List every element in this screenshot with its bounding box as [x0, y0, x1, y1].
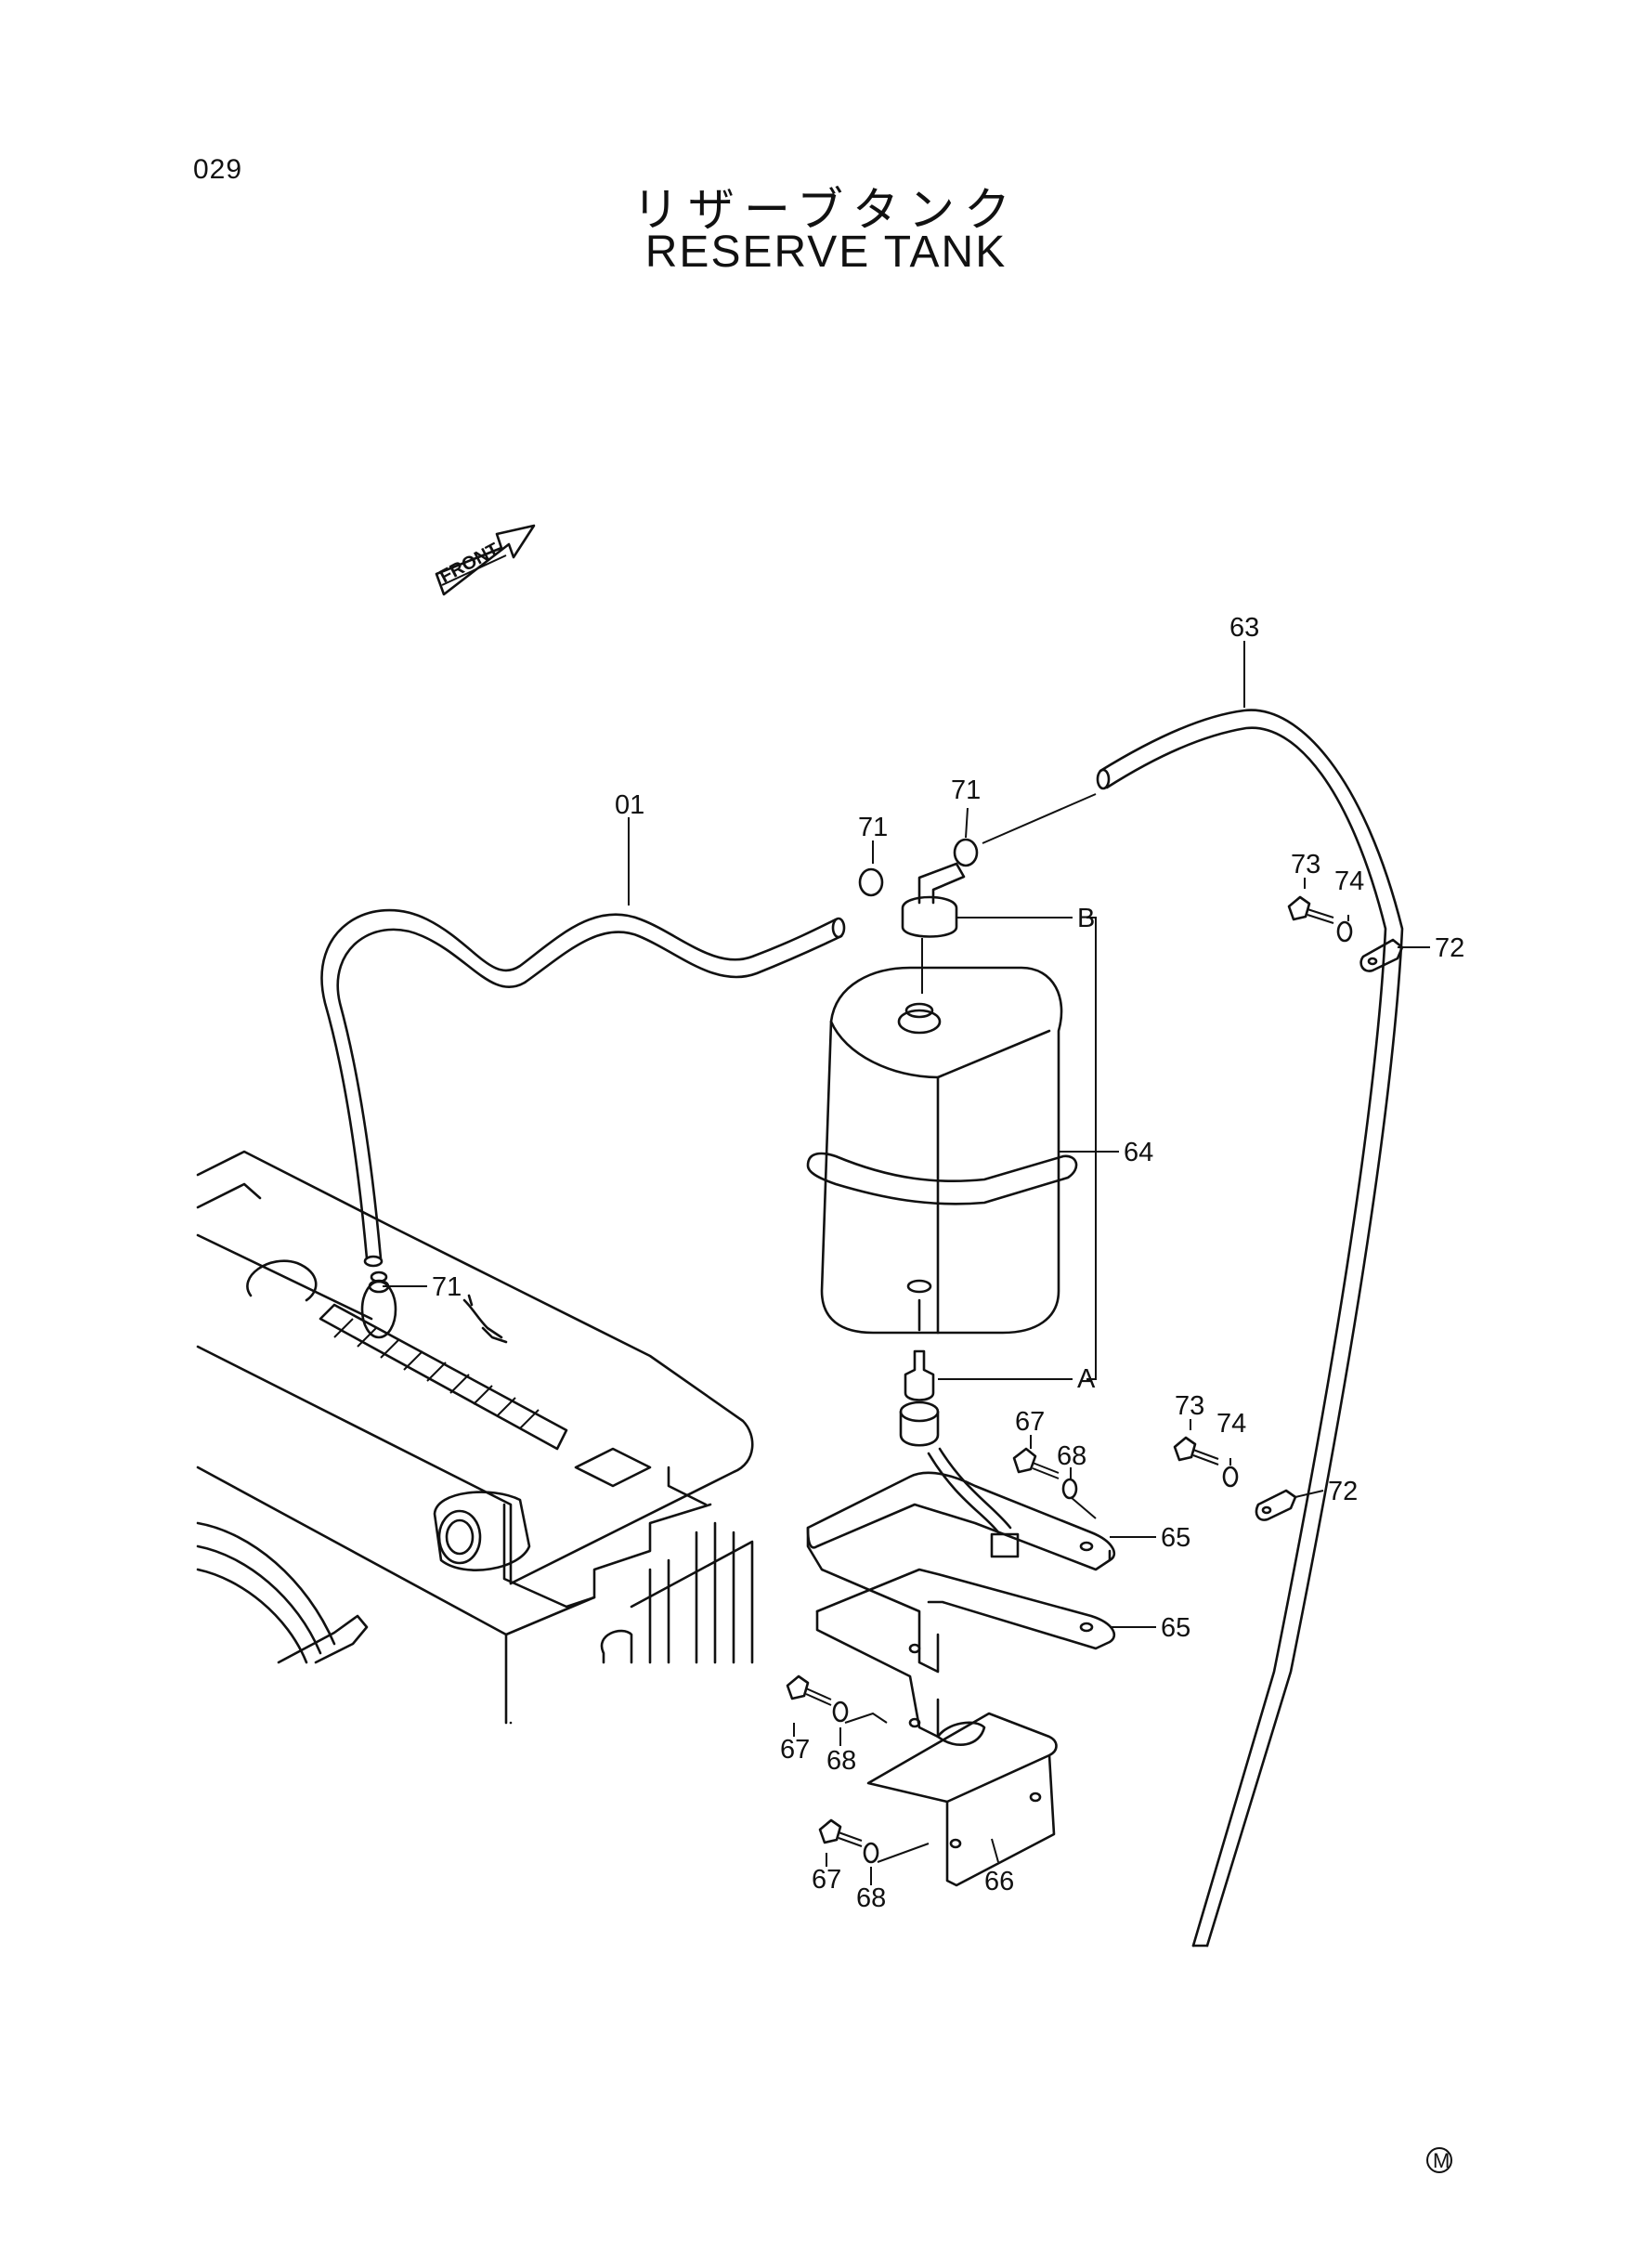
- circled-m-mark: M: [1426, 2147, 1452, 2173]
- leader-lines: [383, 641, 1430, 1885]
- callout-64: 64: [1124, 1138, 1153, 1167]
- callout-72-lower: 72: [1328, 1477, 1358, 1506]
- callout-01: 01: [615, 790, 644, 820]
- reserve-tank: [806, 938, 1078, 1335]
- page-number: 029: [193, 154, 243, 185]
- callout-65-lower: 65: [1161, 1613, 1190, 1643]
- bolt-67-middle: [786, 1674, 849, 1723]
- title-japanese: リザーブタンク: [632, 183, 1020, 237]
- callout-67-upper: 67: [1015, 1407, 1045, 1437]
- reference-b: B: [1077, 904, 1095, 933]
- bolt-73-lower: [1173, 1436, 1239, 1488]
- callouts: 01 63 64 65 65 66 67 67 67 68 68 68 71 7…: [432, 613, 1464, 1913]
- callout-72-upper: 72: [1435, 933, 1464, 963]
- m-mark-letter: M: [1433, 2149, 1450, 2172]
- callout-67-middle: 67: [780, 1735, 810, 1765]
- radiator: [196, 1150, 754, 1725]
- callout-66: 66: [984, 1867, 1014, 1896]
- bracket-66: [866, 1712, 1058, 1887]
- elbow-fitting: [858, 838, 979, 938]
- callout-68-upper: 68: [1057, 1441, 1086, 1471]
- callout-71-top: 71: [951, 775, 981, 805]
- callout-65-upper: 65: [1161, 1523, 1190, 1553]
- front-arrow: FRONT: [435, 524, 536, 596]
- callout-68-middle: 68: [826, 1746, 856, 1776]
- bolt-67-lower: [818, 1818, 879, 1864]
- reference-a: A: [1077, 1364, 1096, 1394]
- callout-73-upper: 73: [1291, 850, 1320, 879]
- bottom-fitting: [899, 1349, 1020, 1558]
- hose-63: [1096, 709, 1404, 1948]
- clip-72-upper: [1359, 938, 1404, 972]
- callout-68-lower: 68: [856, 1883, 886, 1913]
- callout-63: 63: [1229, 613, 1259, 643]
- callout-71-left: 71: [858, 813, 888, 842]
- title-english: RESERVE TANK: [644, 228, 1008, 277]
- callout-71-radiator: 71: [432, 1272, 462, 1302]
- bolt-73-upper: [1287, 895, 1353, 943]
- bolt-67-upper: [1012, 1447, 1078, 1500]
- clip-72-lower: [1255, 1489, 1297, 1521]
- callout-74-upper: 74: [1334, 866, 1364, 896]
- front-label: FRONT: [436, 540, 502, 588]
- callout-73-lower: 73: [1175, 1391, 1204, 1421]
- bracket-65: [806, 1471, 1115, 1739]
- callout-67-lower: 67: [812, 1865, 841, 1895]
- hose-01: [320, 908, 846, 1268]
- callout-74-lower: 74: [1216, 1409, 1246, 1439]
